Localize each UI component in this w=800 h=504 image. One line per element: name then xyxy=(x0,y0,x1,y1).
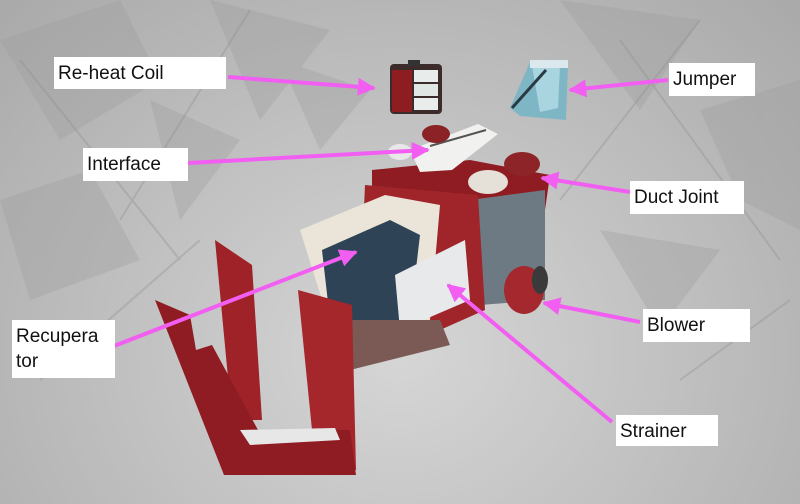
label-blower: Blower xyxy=(643,309,750,342)
label-reheat-coil: Re-heat Coil xyxy=(54,57,226,89)
jumper-part xyxy=(510,60,568,120)
blower-part xyxy=(504,266,548,314)
label-recuperator-line2: tor xyxy=(16,351,39,372)
label-strainer: Strainer xyxy=(616,415,718,446)
label-interface: Interface xyxy=(83,148,188,181)
reheat-coil-part xyxy=(390,60,442,114)
arrow-interface xyxy=(187,141,430,165)
arrow-reheat-coil xyxy=(227,75,376,96)
arrow-strainer xyxy=(446,283,614,424)
label-recuperator: Recupera tor xyxy=(12,320,115,378)
label-recuperator-line1: Recupera xyxy=(16,326,99,347)
arrow-jumper xyxy=(568,78,669,98)
front-panels xyxy=(155,240,356,475)
arrow-recuperator xyxy=(113,249,358,348)
label-duct-joint: Duct Joint xyxy=(630,181,744,214)
arrow-duct-joint xyxy=(540,171,631,194)
label-jumper: Jumper xyxy=(669,63,755,96)
arrow-blower xyxy=(542,297,641,324)
